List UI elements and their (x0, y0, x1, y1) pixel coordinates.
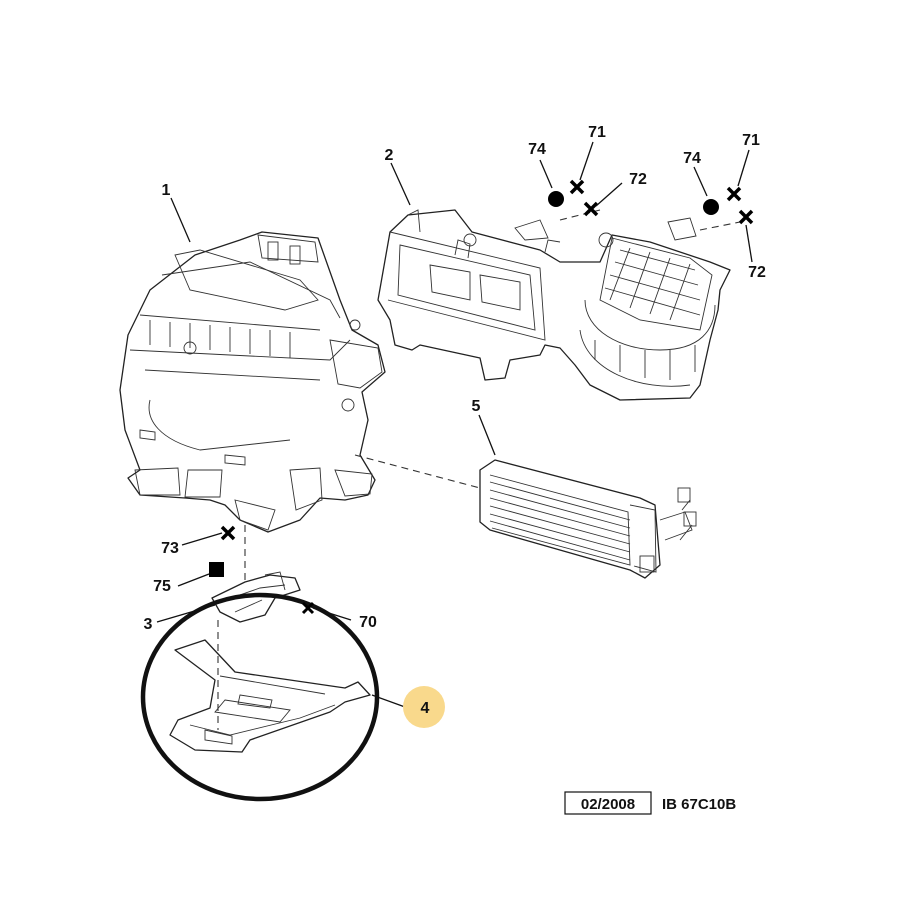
callout-3: 3 (144, 616, 153, 633)
callout-74a: 74 (528, 141, 546, 158)
clip-cross-icon (569, 179, 585, 195)
cover-plate-part-4-icon (169, 639, 371, 753)
callout-5: 5 (472, 398, 481, 415)
callout-73: 73 (161, 540, 179, 557)
callout-4-highlight (403, 686, 445, 728)
fastener-symbols (209, 179, 754, 615)
callout-72a: 72 (629, 171, 647, 188)
rivet-dot-icon (548, 191, 564, 207)
footer-date-box (564, 791, 652, 815)
footer-reference-code: IB 67C10B (662, 796, 736, 813)
callout-70: 70 (359, 614, 377, 631)
clip-cross-icon (220, 525, 236, 541)
footer-date: 02/2008 (581, 796, 635, 813)
assembly-guide-lines (217, 209, 741, 730)
callout-75: 75 (153, 578, 171, 595)
callout-labels: 1 2 74 71 72 74 71 72 5 73 75 3 70 4 (144, 124, 766, 717)
callout-74b: 74 (683, 150, 701, 167)
callout-71b: 71 (742, 132, 760, 149)
blower-duct-icon (377, 209, 731, 401)
heater-radiator-icon (479, 459, 697, 579)
callout-72b: 72 (748, 264, 766, 281)
callout-4: 4 (421, 700, 430, 717)
rivet-dot-icon (703, 199, 719, 215)
leader-lines (156, 141, 753, 708)
callout-2: 2 (385, 147, 394, 164)
callout-1: 1 (162, 182, 171, 199)
clip-cross-icon (726, 186, 742, 202)
fastener-square-icon (209, 562, 224, 577)
clip-cross-icon (738, 209, 754, 225)
footer-reference: 02/2008 IB 67C10B (564, 791, 736, 815)
callout-71a: 71 (588, 124, 606, 141)
clip-cross-icon (301, 601, 315, 615)
heater-housing-icon (119, 231, 386, 533)
clip-cross-icon (583, 201, 599, 217)
